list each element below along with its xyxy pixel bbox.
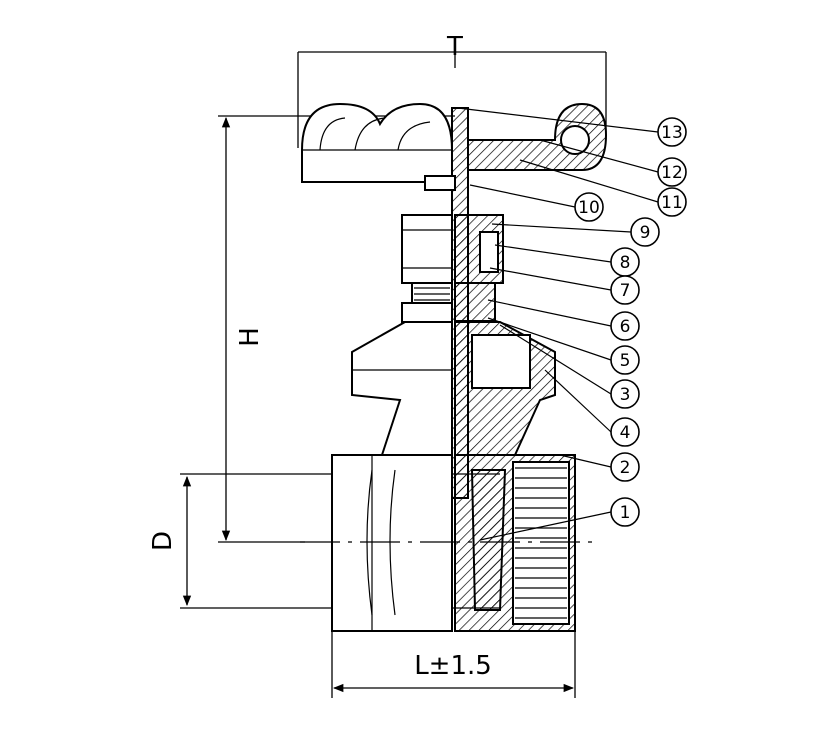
svg-text:9: 9: [640, 223, 651, 243]
svg-text:3: 3: [620, 385, 631, 405]
svg-text:8: 8: [620, 253, 631, 273]
callout-8: 8: [610, 247, 640, 277]
callout-10: 10: [574, 192, 604, 222]
svg-text:1: 1: [620, 503, 631, 523]
svg-text:10: 10: [578, 198, 600, 218]
dimension-d-label: D: [148, 531, 178, 551]
bonnet: [351, 321, 556, 456]
svg-text:12: 12: [661, 163, 683, 183]
callout-2: 2: [610, 452, 640, 482]
valve-body: [300, 454, 600, 632]
dimension-h-label: H: [235, 327, 265, 347]
wedge: [470, 469, 507, 611]
svg-text:7: 7: [620, 281, 631, 301]
callout-3: 3: [610, 379, 640, 409]
stem: [451, 107, 469, 499]
svg-text:13: 13: [661, 123, 683, 143]
svg-text:5: 5: [620, 351, 631, 371]
callout-4: 4: [610, 417, 640, 447]
thread-lines: [515, 467, 567, 619]
hand-wheel: [301, 102, 608, 191]
dimension-l-label: L±1.5: [414, 651, 492, 681]
callout-6: 6: [610, 311, 640, 341]
callout-11: 11: [657, 187, 687, 217]
callout-leaders: [457, 107, 659, 541]
dimension-t: T: [297, 32, 607, 148]
callout-5: 5: [610, 345, 640, 375]
callout-9: 9: [630, 217, 660, 247]
svg-text:6: 6: [620, 317, 631, 337]
svg-text:11: 11: [661, 193, 683, 213]
callout-13: 13: [657, 117, 687, 147]
callout-1: 1: [610, 497, 640, 527]
svg-text:2: 2: [620, 458, 631, 478]
callout-7: 7: [610, 275, 640, 305]
svg-text:4: 4: [620, 423, 631, 443]
callout-12: 12: [657, 157, 687, 187]
dimension-l: L±1.5: [331, 630, 576, 698]
dimension-t-label: T: [446, 32, 463, 62]
